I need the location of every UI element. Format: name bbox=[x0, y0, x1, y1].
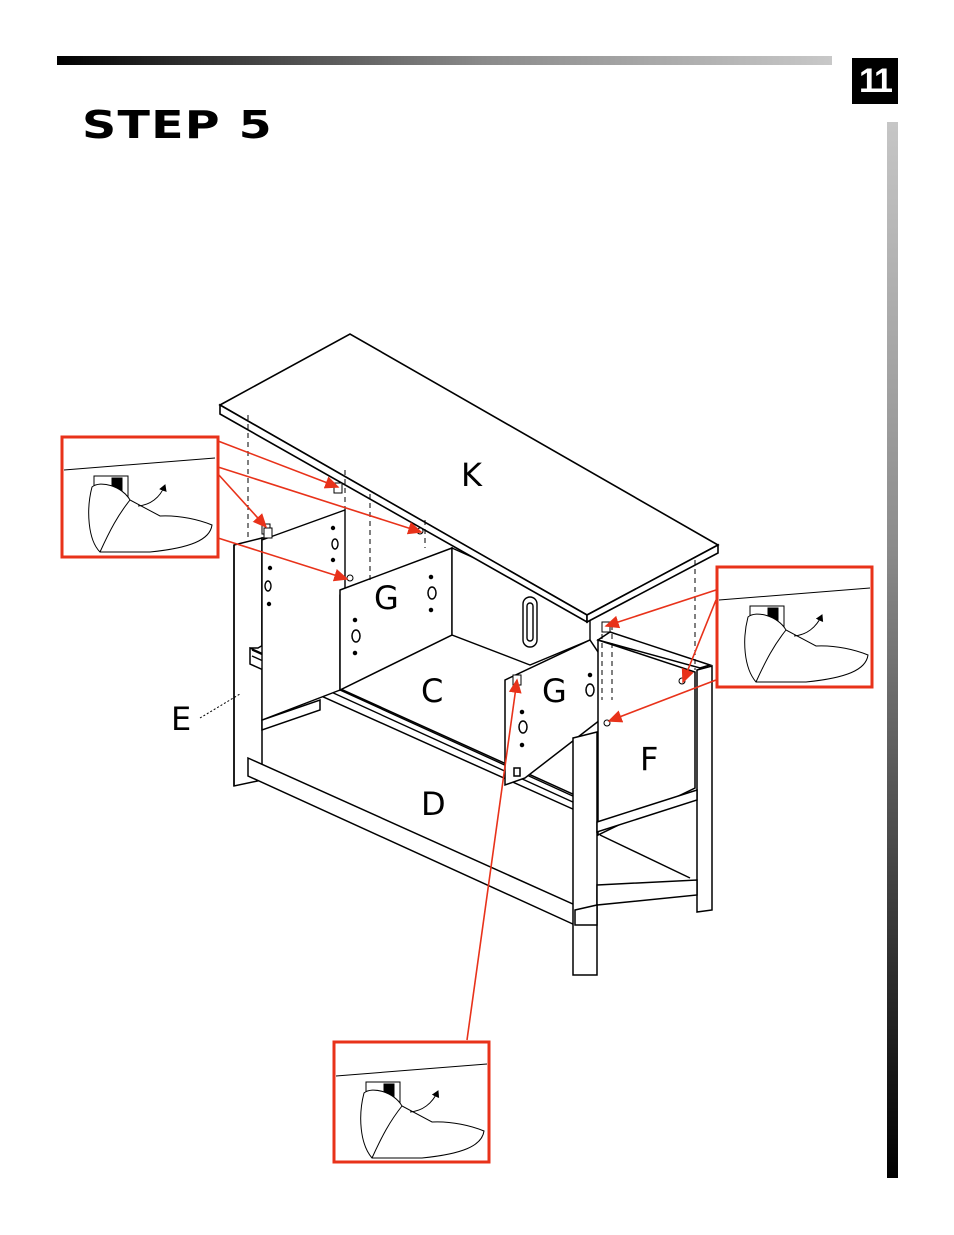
label-d: D bbox=[421, 785, 446, 823]
label-k: K bbox=[461, 456, 483, 494]
label-f: F bbox=[640, 740, 658, 778]
callout-bottom bbox=[334, 1042, 489, 1162]
callout-left bbox=[62, 437, 218, 557]
label-e: E bbox=[171, 700, 191, 738]
label-c: C bbox=[421, 672, 443, 710]
label-g-right: G bbox=[542, 672, 567, 710]
label-g-left: G bbox=[374, 579, 399, 617]
callout-right bbox=[717, 567, 872, 687]
left-side-panel bbox=[262, 510, 345, 720]
